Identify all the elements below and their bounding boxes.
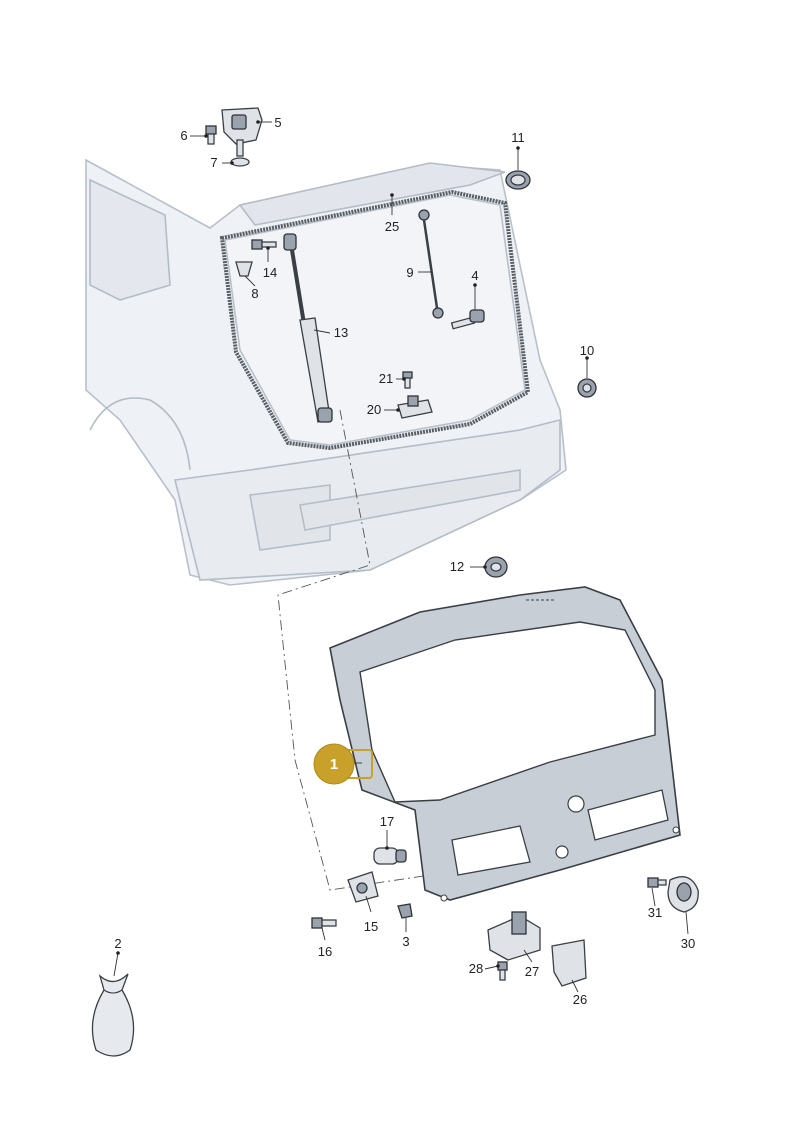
callout-11[interactable]: 11 (511, 130, 525, 145)
part-bolt-6 (205, 125, 217, 145)
callout-17[interactable]: 17 (380, 814, 394, 829)
part-clip-3 (397, 903, 413, 919)
part-screw-31 (647, 877, 667, 888)
callout-16[interactable]: 16 (318, 944, 332, 959)
part-handle-30 (667, 876, 699, 913)
part-latch-27 (487, 911, 541, 961)
part-hinge-5 (221, 107, 263, 145)
callout-4[interactable]: 4 (471, 268, 478, 283)
part-bolt-28 (497, 961, 508, 981)
callout-10[interactable]: 10 (580, 343, 594, 358)
part-gas-strut-13 (283, 233, 333, 423)
callout-5[interactable]: 5 (274, 115, 281, 130)
callout-12[interactable]: 12 (450, 559, 464, 574)
callout-30[interactable]: 30 (681, 936, 695, 951)
callout-9[interactable]: 9 (406, 265, 413, 280)
part-stud-4 (450, 309, 485, 330)
callout-6[interactable]: 6 (180, 128, 187, 143)
callout-1-label: 1 (330, 756, 338, 773)
callout-8[interactable]: 8 (251, 286, 258, 301)
callout-labels: 2 3 4 5 6 7 8 9 10 11 12 13 14 15 16 17 … (114, 115, 695, 1007)
part-cover-26 (551, 939, 587, 987)
callout-27[interactable]: 27 (525, 964, 539, 979)
callout-3[interactable]: 3 (402, 934, 409, 949)
callout-2[interactable]: 2 (114, 936, 121, 951)
part-plug-10 (577, 378, 597, 398)
callout-21[interactable]: 21 (379, 371, 393, 386)
part-clip-8 (235, 261, 253, 277)
leader-lines (113, 120, 689, 993)
callout-20[interactable]: 20 (367, 402, 381, 417)
callout-1-highlight[interactable]: 1 (313, 743, 373, 785)
callout-13[interactable]: 13 (334, 325, 348, 340)
part-buffer-12 (484, 556, 508, 578)
part-lock-cylinder-17 (373, 847, 407, 865)
callout-25[interactable]: 25 (385, 219, 399, 234)
part-bolt-16 (311, 917, 337, 929)
part-bracket-15 (347, 871, 379, 903)
part-washer-7 (230, 139, 250, 167)
callout-7[interactable]: 7 (210, 155, 217, 170)
part-rod-9 (418, 209, 444, 319)
callout-14[interactable]: 14 (263, 265, 277, 280)
part-bag-2 (91, 973, 135, 1057)
callout-15[interactable]: 15 (364, 919, 378, 934)
part-tailgate-1 (329, 586, 681, 902)
car-body (85, 158, 567, 586)
part-bolt-21 (402, 371, 413, 389)
part-grommet-11 (505, 170, 531, 190)
callout-31[interactable]: 31 (648, 905, 662, 920)
callout-28[interactable]: 28 (469, 961, 483, 976)
part-striker-20 (397, 395, 433, 419)
callout-26[interactable]: 26 (573, 992, 587, 1007)
part-bolt-14 (251, 239, 277, 250)
